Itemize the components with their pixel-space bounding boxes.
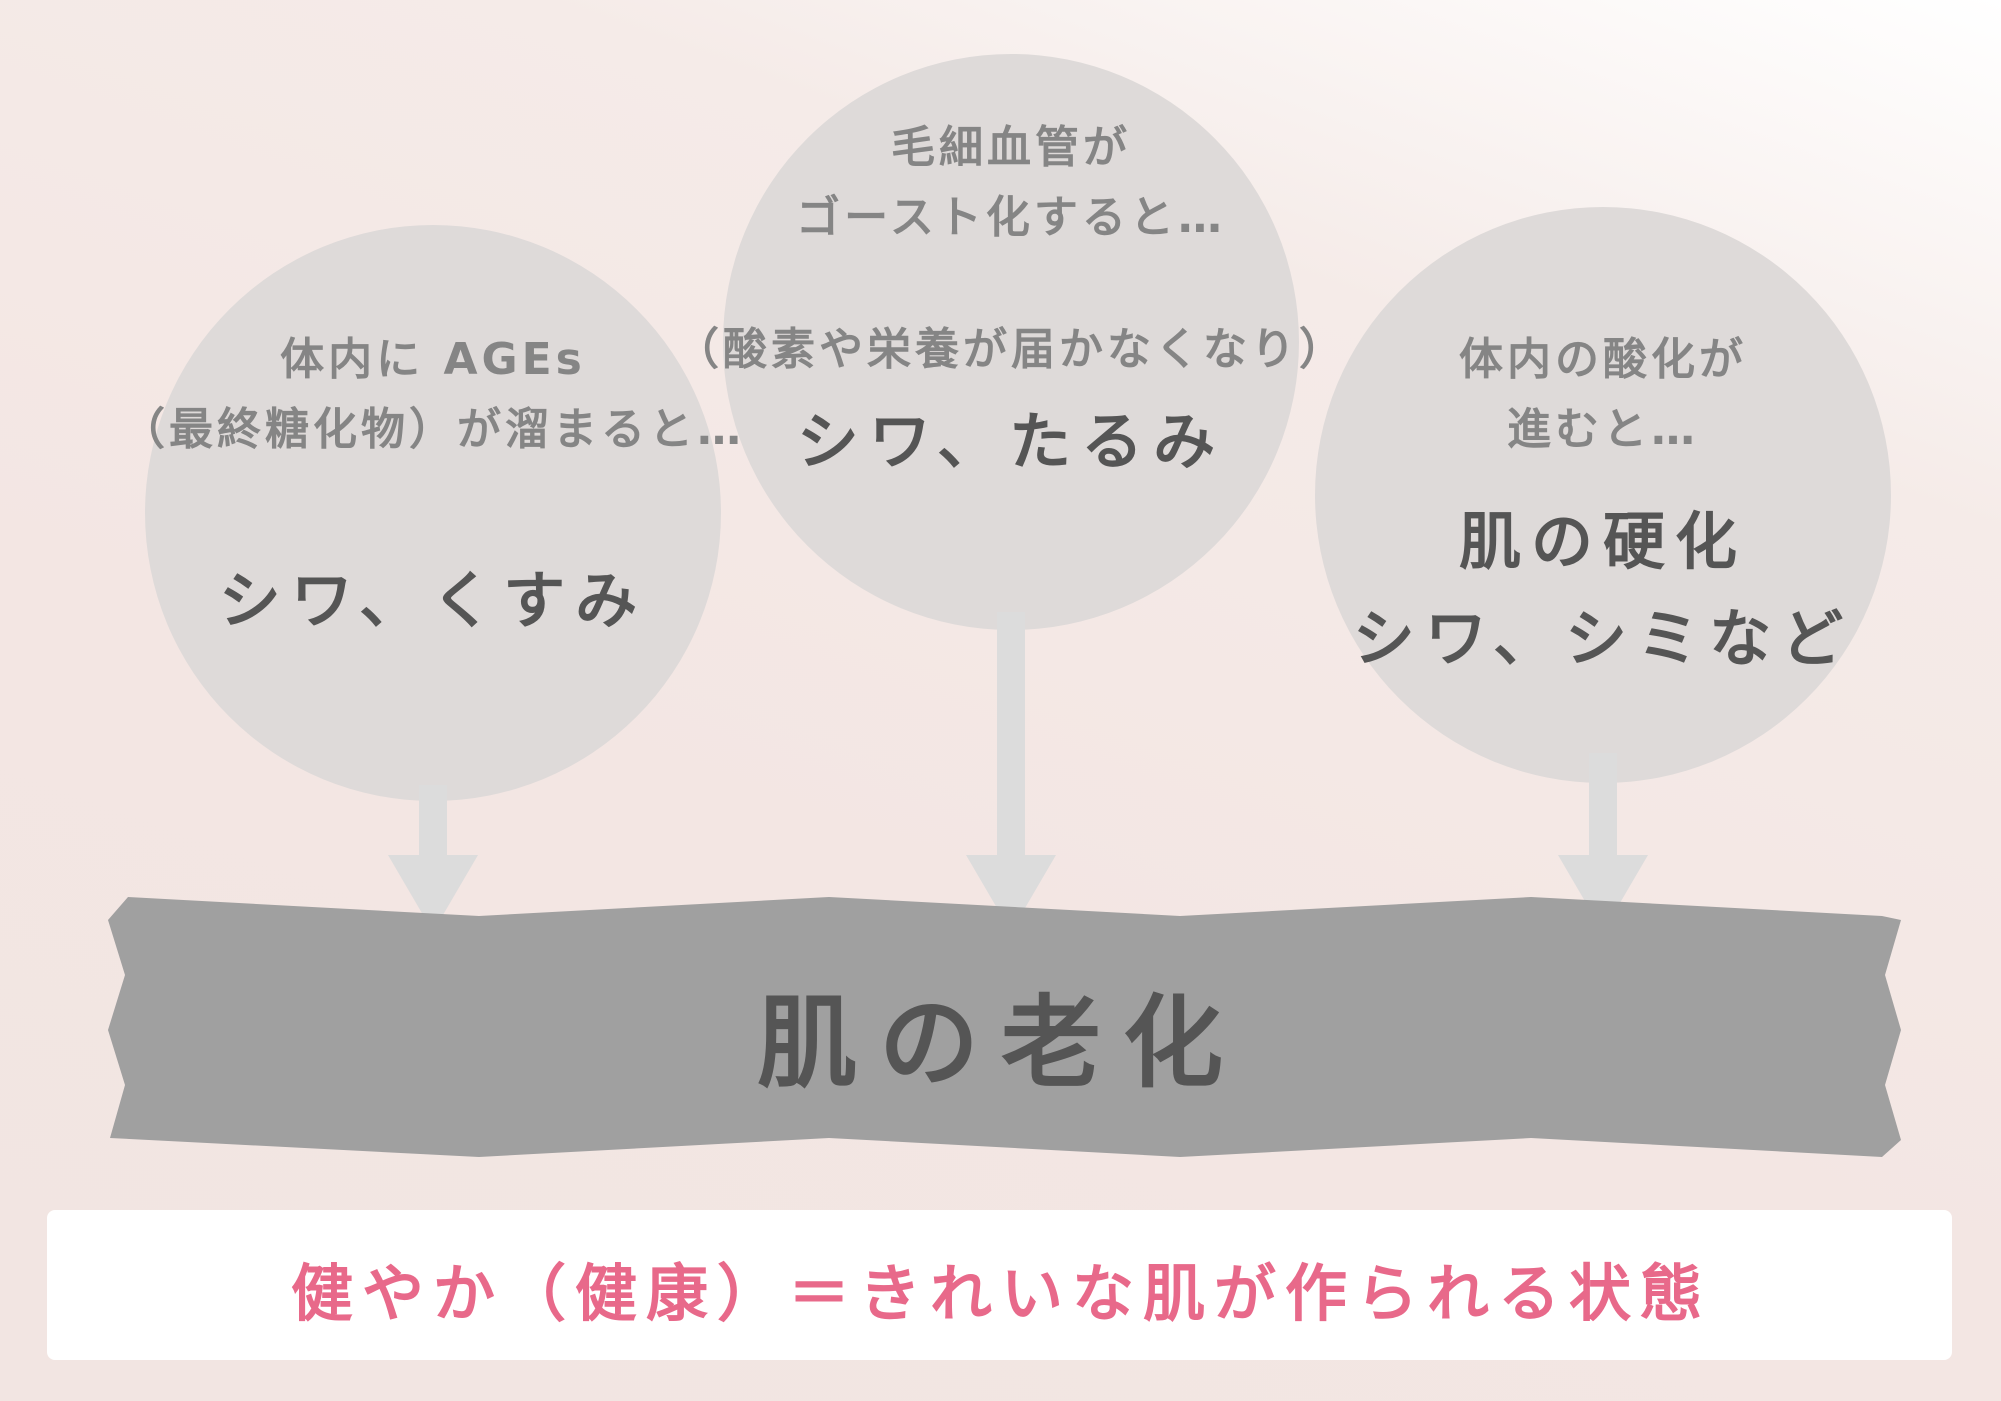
arrow-down-icon <box>966 612 1056 932</box>
circle-capillary <box>723 54 1299 630</box>
arrow-down-icon <box>388 785 478 932</box>
cause-capillary-line2: ゴースト化すると… <box>796 192 1226 243</box>
effect-oxidation-line2: シワ、シミなど <box>1352 602 1854 675</box>
arrow-down-icon <box>1558 753 1648 932</box>
cause-oxidation-line2: 進むと… <box>1507 404 1699 455</box>
aging-banner-shape <box>108 897 1901 1157</box>
cause-ages-line1: 体内に AGEs <box>280 334 586 385</box>
banner-label: 肌の老化 <box>757 984 1245 1102</box>
cause-capillary-line1: 毛細血管が <box>891 122 1131 173</box>
footer-label: 健やか（健康）＝きれいな肌が作られる状態 <box>290 1257 1712 1330</box>
effect-ages: シワ、くすみ <box>218 564 648 637</box>
cause-ages-line2: （最終糖化物）が溜まると… <box>121 404 745 455</box>
footer-box <box>47 1210 1952 1360</box>
cause-capillary-line3: （酸素や栄養が届かなくなり） <box>675 324 1347 375</box>
effect-capillary: シワ、たるみ <box>796 405 1226 478</box>
effect-oxidation-line1: 肌の硬化 <box>1458 505 1748 578</box>
circle-ages <box>145 225 721 801</box>
cause-oxidation-line1: 体内の酸化が <box>1459 334 1747 385</box>
circle-oxidation <box>1315 207 1891 783</box>
